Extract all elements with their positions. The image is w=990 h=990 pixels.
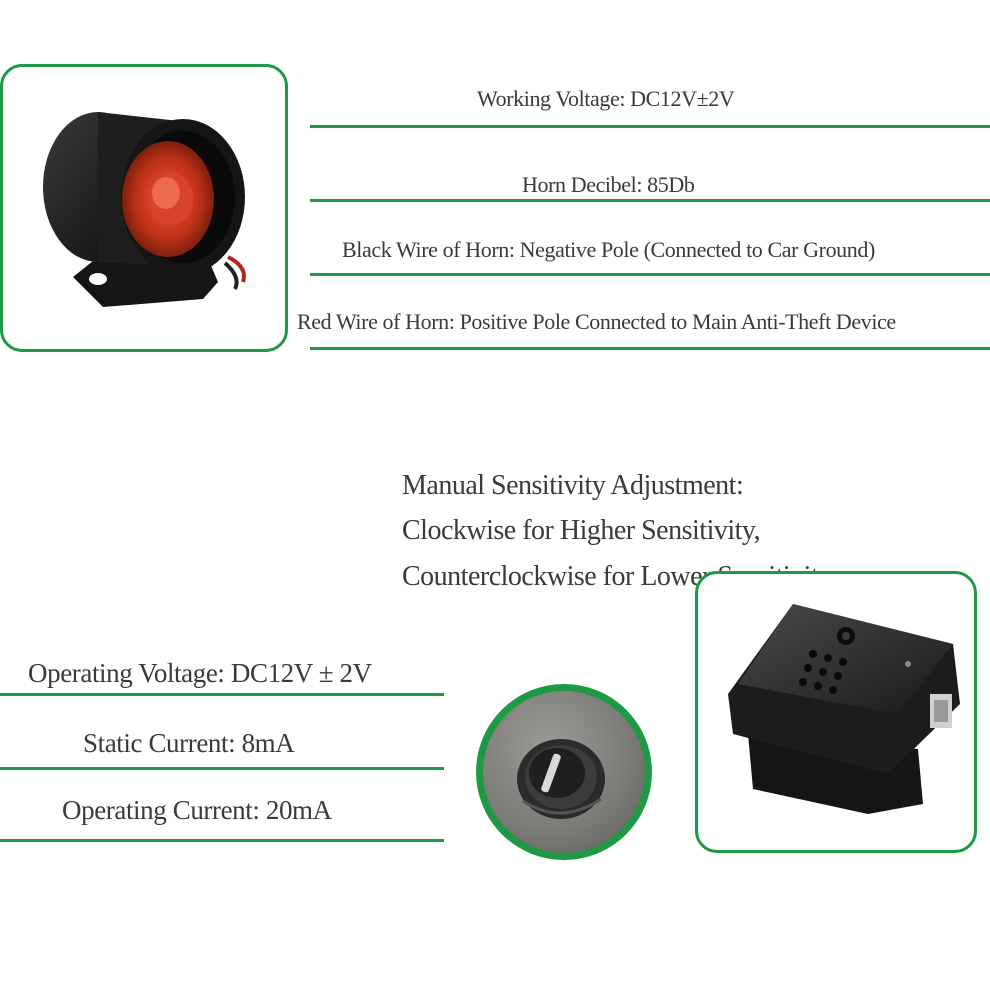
divider-line <box>310 273 990 276</box>
sensitivity-note-line: Manual Sensitivity Adjustment: <box>402 470 744 501</box>
sensor-spec-operating-voltage: Operating Voltage: DC12V ± 2V <box>28 658 372 688</box>
divider-line <box>310 199 990 202</box>
divider-line <box>310 347 990 350</box>
sensitivity-note-line: Clockwise for Higher Sensitivity, <box>402 515 761 546</box>
divider-line <box>0 767 444 770</box>
divider-line <box>0 839 444 842</box>
divider-line <box>310 125 990 128</box>
sensor-spec-operating-current: Operating Current: 20mA <box>62 795 332 825</box>
shock-sensor-icon <box>728 604 960 814</box>
horn-image-frame <box>0 64 288 352</box>
divider-line <box>0 693 444 696</box>
horn-spec-red-wire: Red Wire of Horn: Positive Pole Connecte… <box>297 309 896 334</box>
sensitivity-knob-icon <box>517 739 605 819</box>
sensor-image-frame <box>695 571 977 853</box>
horn-spec-black-wire: Black Wire of Horn: Negative Pole (Conne… <box>342 237 875 262</box>
knob-image-frame <box>476 684 652 860</box>
sensor-spec-static-current: Static Current: 8mA <box>83 728 295 758</box>
horn-spec-decibel: Horn Decibel: 85Db <box>522 172 695 197</box>
horn-spec-working-voltage: Working Voltage: DC12V±2V <box>477 86 735 111</box>
alarm-horn-icon <box>43 112 246 307</box>
